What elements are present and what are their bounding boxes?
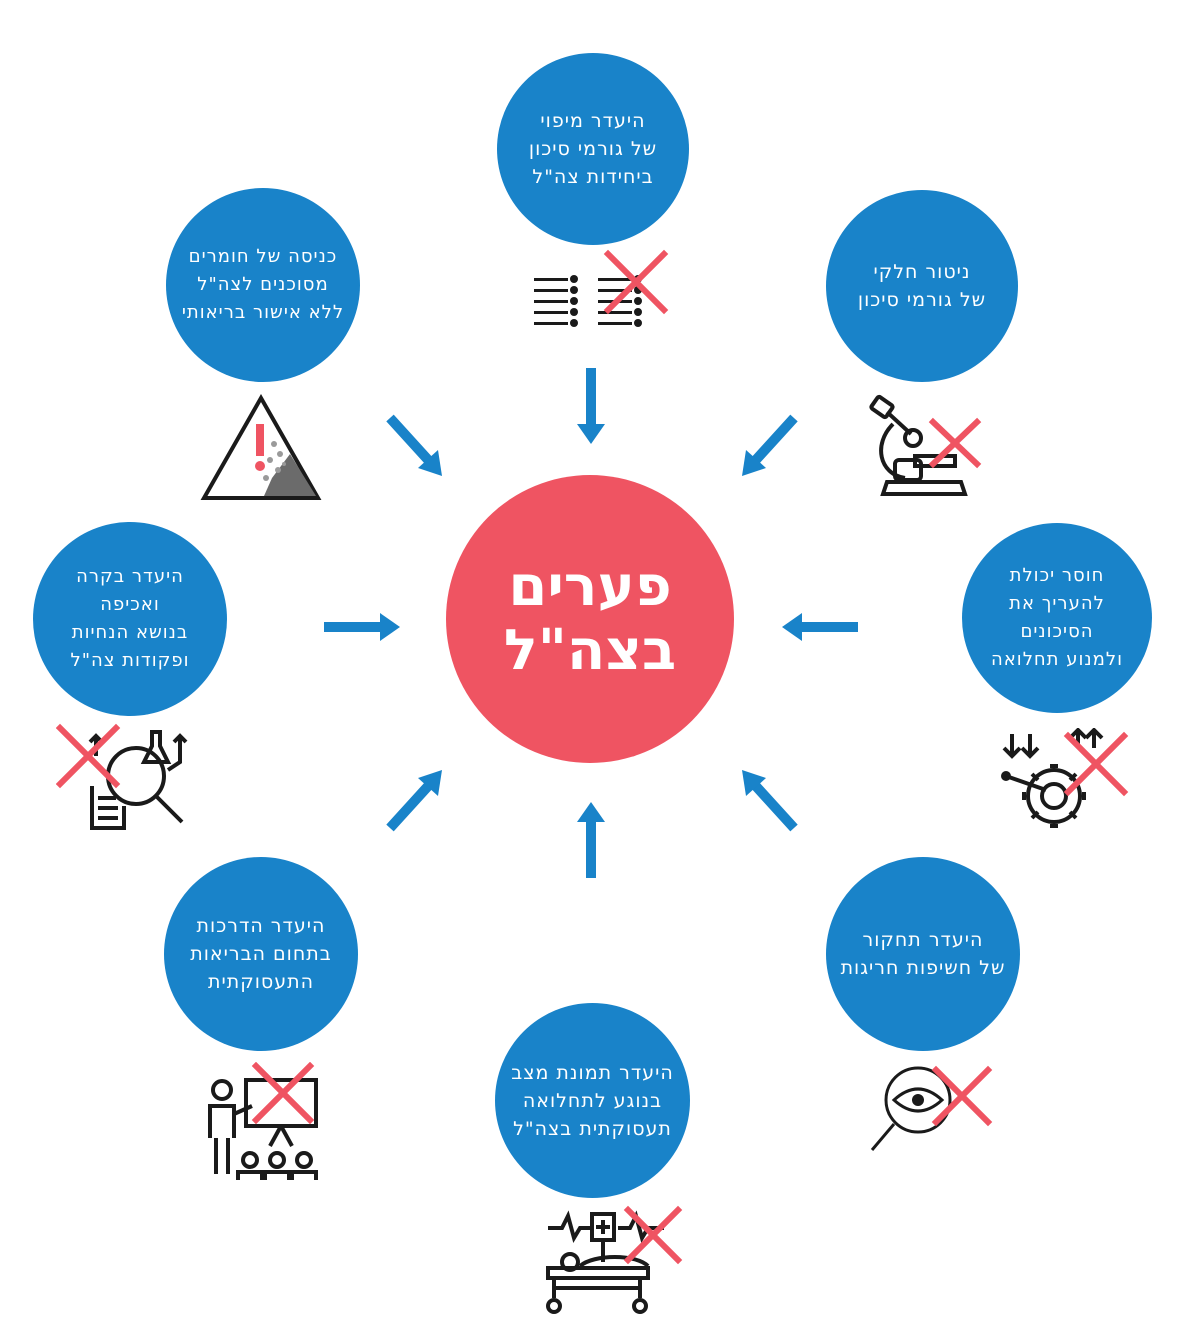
hazard-warning-icon — [200, 394, 322, 500]
factor-text: בנוגע לתחלואה — [522, 1089, 663, 1112]
factor-text: ביחידות צה"ל — [532, 166, 654, 188]
factor-text: היעדר תמונת מצב — [511, 1061, 674, 1084]
factor-text: מסוכנים לצה"ל — [197, 274, 329, 295]
center-title-line-2: בצה"ל — [503, 618, 677, 683]
eye-magnifier-icon — [870, 1065, 993, 1151]
factor-text: ופקודות צה"ל — [70, 650, 190, 671]
factor-text: היעדר בקרה ואכיפה — [76, 566, 184, 615]
factor-bubble-enforcement: היעדר בקרה ואכיפה בנושא הנחיות ופקודות צ… — [33, 522, 227, 716]
factor-text: של גורמי סיכון — [857, 289, 987, 311]
factor-bubble-assessment: חוסר יכולת להעריך את הסיכונים ולמנוע תחל… — [962, 523, 1152, 713]
factor-text: תעסוקתית בצה"ל — [513, 1117, 672, 1140]
factor-bubble-training: היעדר הדרכות בתחום הבריאות התעסוקתית — [164, 857, 358, 1051]
factor-text: היעדר תחקור — [862, 929, 984, 951]
arrow-up-icon — [577, 802, 605, 878]
center-title-line-1: פערים — [508, 554, 672, 619]
hospital-bed-icon — [546, 1205, 683, 1314]
factor-text: התעסוקתית — [207, 971, 314, 993]
list-icon — [534, 249, 669, 327]
arrow-down-right-icon — [386, 414, 442, 476]
factor-bubble-status: היעדר תמונת מצב בנוגע לתחלואה תעסוקתית ב… — [495, 1003, 690, 1198]
factor-text: של חשיפות חריגות — [840, 957, 1006, 979]
factor-bubble-materials: כניסה של חומרים מסוכנים לצה"ל ללא אישור … — [166, 188, 360, 382]
factor-text: היעדר מיפוי — [540, 110, 646, 132]
factor-text: היעדר הדרכות — [196, 915, 326, 937]
factor-text: להעריך את הסיכונים — [1009, 593, 1105, 642]
arrow-left-icon — [782, 613, 858, 641]
arrow-right-icon — [324, 613, 400, 641]
factor-text: ולמנוע תחלואה — [991, 649, 1123, 670]
training-presentation-icon — [208, 1062, 318, 1180]
arrow-up-left-icon — [742, 770, 798, 832]
factor-bubble-mapping: היעדר מיפוי של גורמי סיכון ביחידות צה"ל — [497, 53, 689, 245]
arrow-up-right-icon — [386, 770, 442, 832]
gear-process-icon — [1001, 728, 1129, 828]
microscope-icon — [869, 394, 982, 496]
arrow-down-left-icon — [742, 414, 798, 476]
factor-bubble-investigation: היעדר תחקור של חשיפות חריגות — [826, 857, 1020, 1051]
factor-text: בתחום הבריאות — [190, 943, 332, 965]
factor-text: של גורמי סיכון — [528, 138, 658, 160]
factor-text: חוסר יכולת — [1009, 565, 1105, 586]
center-circle: פערים בצה"ל — [446, 475, 734, 763]
arrow-down-icon — [577, 368, 605, 444]
factor-text: כניסה של חומרים — [188, 246, 338, 267]
factor-text: ניטור חלקי — [873, 261, 971, 283]
factor-bubble-monitoring: ניטור חלקי של גורמי סיכון — [826, 190, 1018, 382]
factor-text: בנושא הנחיות — [71, 622, 189, 643]
factor-text: ללא אישור בריאותי — [181, 302, 345, 323]
inspection-magnifier-icon — [56, 723, 188, 830]
